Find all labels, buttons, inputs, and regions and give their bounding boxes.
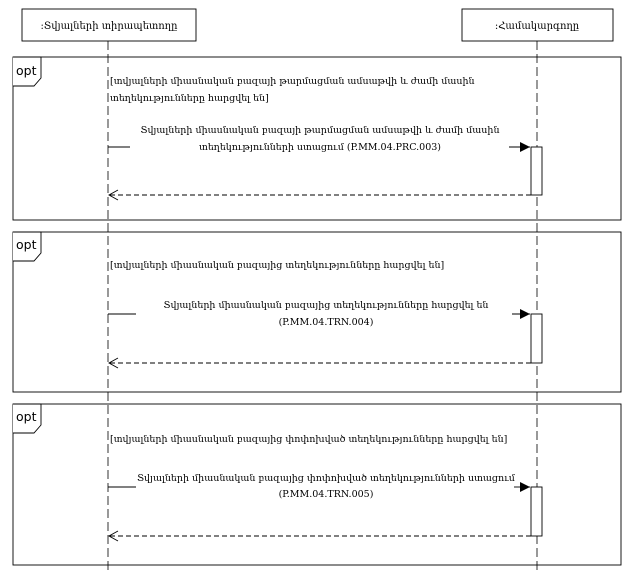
fragment-tab: [13, 56, 42, 87]
fragment-guard: [տվյալների միասնական բազայի թարմացման ամ…: [110, 76, 475, 87]
participant-coordinator: :Համակարգողը: [461, 8, 614, 42]
fragment-frame: [12, 231, 622, 393]
fragment-operator: opt: [16, 409, 37, 424]
activation-bar: [530, 486, 543, 537]
fragment-guard: [տվյալների միասնական բազայից փոփոխված տե…: [110, 434, 507, 445]
return-arrowhead: [108, 357, 119, 369]
fragment-guard-cont: տեղեկությունները հարցվել են]: [110, 93, 269, 104]
participant-owner-label: :Տվյալների տիրապետողը: [41, 21, 179, 32]
fragment-guard: [տվյալների միասնական բազայից տեղեկությու…: [110, 260, 444, 271]
opt-fragment-1: opt [տվյալների միասնական բազայի թարմացմա…: [12, 56, 622, 221]
participant-owner: :Տվյալների տիրապետողը: [21, 8, 197, 42]
fragment-frame: [12, 56, 622, 221]
message-label-cont: տեղեկությունների ստացում (P.MM.04.PRC.00…: [199, 142, 441, 153]
opt-fragment-3: opt [տվյալների միասնական բազայից փոփոխվա…: [12, 403, 622, 566]
message-label: Տվյալների միասնական բազայից փոփոխված տեղ…: [137, 473, 516, 484]
fragment-operator: opt: [16, 63, 37, 78]
message-label: Տվյալների միասնական բազայի թարմացման ամս…: [141, 125, 500, 136]
activation-bar: [530, 313, 543, 364]
fragment-tab: [13, 403, 42, 434]
message-arrowhead: [520, 482, 530, 492]
message-label: Տվյալների միասնական բազայից տեղեկություն…: [164, 300, 489, 311]
activation-bar: [530, 146, 543, 196]
participant-coordinator-label: :Համակարգողը: [495, 21, 580, 32]
return-arrowhead: [108, 189, 119, 201]
message-arrowhead: [520, 142, 530, 152]
message-arrowhead: [520, 309, 530, 319]
return-arrowhead: [108, 530, 119, 542]
message-label-cont: (P.MM.04.TRN.004): [279, 317, 374, 328]
fragment-frame: [12, 403, 622, 566]
fragment-tab: [13, 231, 42, 262]
fragment-operator: opt: [16, 237, 37, 252]
opt-fragment-2: opt [տվյալների միասնական բազայից տեղեկու…: [12, 231, 622, 393]
message-label-cont: (P.MM.04.TRN.005): [279, 489, 374, 500]
